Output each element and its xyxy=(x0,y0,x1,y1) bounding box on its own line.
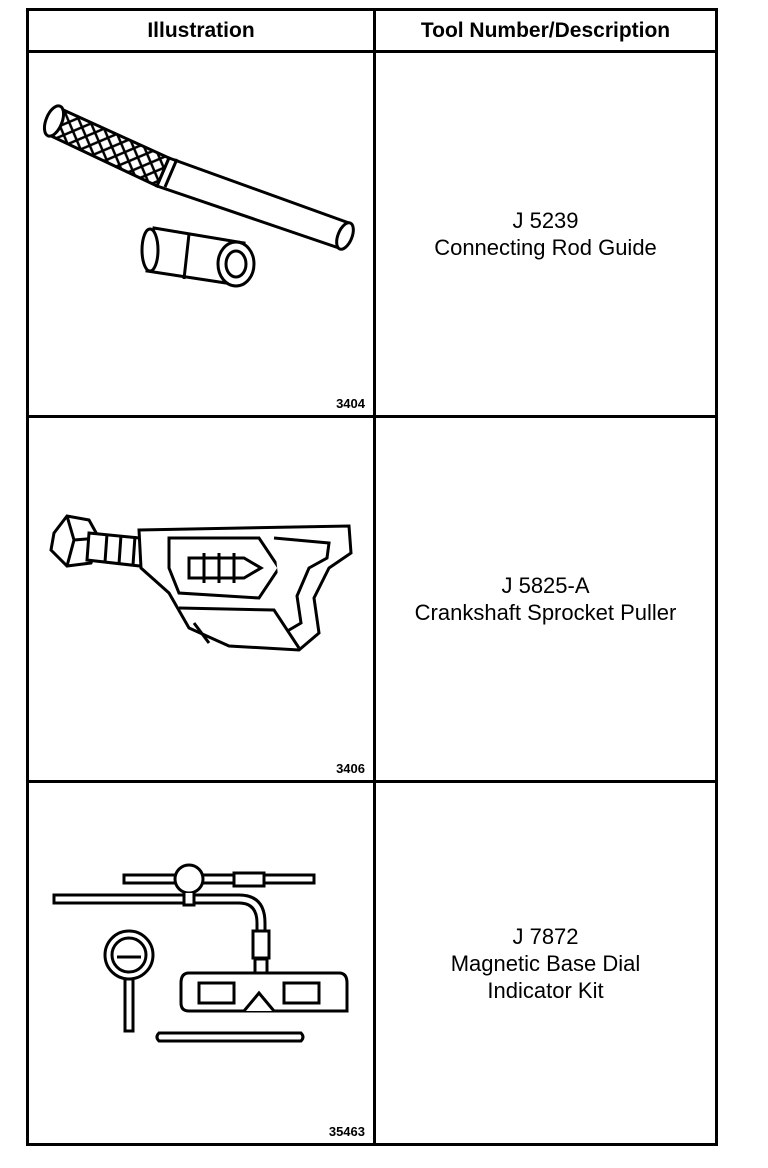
sprocket-puller-icon xyxy=(49,514,353,652)
table-row: 3404 J 5239 Connecting Rod Guide xyxy=(29,53,715,415)
column-divider xyxy=(373,50,376,1143)
dial-indicator-kit-icon xyxy=(52,863,349,1043)
connecting-rod-guide-icon xyxy=(42,104,355,288)
divider xyxy=(29,50,715,53)
illustration-cell: 3404 xyxy=(29,53,373,415)
divider xyxy=(29,780,715,783)
description-cell: J 5825-A Crankshaft Sprocket Puller xyxy=(376,418,715,780)
illustration-cell: 3406 xyxy=(29,418,373,780)
figure-number: 3406 xyxy=(336,761,365,776)
tool-description: Crankshaft Sprocket Puller xyxy=(414,600,677,625)
tool-table: Illustration Tool Number/Description xyxy=(26,8,718,1146)
tool-description: Connecting Rod Guide xyxy=(434,235,657,260)
table-row: 35463 J 7872 Magnetic Base Dial Indicato… xyxy=(29,783,715,1143)
figure-number: 3404 xyxy=(336,396,365,411)
table-row: 3406 J 5825-A Crankshaft Sprocket Puller xyxy=(29,418,715,780)
illustration-cell: 35463 xyxy=(29,783,373,1143)
tool-number: J 7872 xyxy=(512,923,579,949)
description-cell: J 5239 Connecting Rod Guide xyxy=(376,53,715,415)
description-cell: J 7872 Magnetic Base Dial Indicator Kit xyxy=(376,783,715,1143)
divider xyxy=(29,415,715,418)
header-tool-description: Tool Number/Description xyxy=(420,18,671,42)
tool-number: J 5825-A xyxy=(501,573,590,598)
figure-number: 35463 xyxy=(328,1124,365,1139)
header-illustration: Illustration xyxy=(29,11,376,50)
tool-description-line2: Indicator Kit xyxy=(487,977,604,1003)
tool-number: J 5239 xyxy=(512,208,579,233)
tool-description-line1: Magnetic Base Dial xyxy=(450,950,641,976)
